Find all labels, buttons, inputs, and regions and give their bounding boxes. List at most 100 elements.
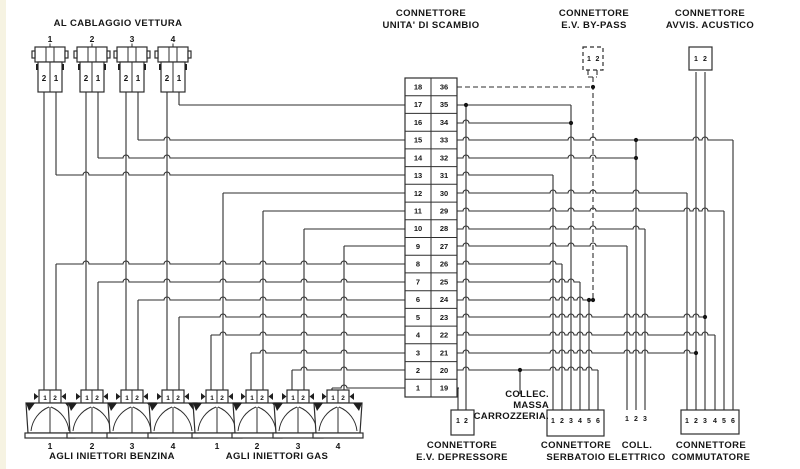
wire	[251, 349, 405, 354]
pin-label: 2	[42, 74, 47, 83]
pin-label: 2	[176, 395, 180, 402]
wire	[138, 296, 405, 301]
pin-label: 5	[587, 418, 591, 425]
pin-label: 2	[165, 74, 170, 83]
pin-label: 30	[440, 189, 448, 198]
wire	[292, 366, 405, 371]
wire	[457, 136, 733, 141]
pin-label: 8	[416, 260, 420, 269]
wire	[457, 225, 645, 230]
pin-label: 18	[414, 83, 422, 92]
wire	[211, 331, 405, 336]
pin-label: 3	[703, 418, 707, 425]
pin-label: 22	[440, 331, 448, 340]
pin-label: 1	[48, 34, 53, 44]
pin-label: 4	[578, 418, 582, 425]
page-edge-strip	[0, 0, 6, 469]
pin-label: 2	[95, 395, 99, 402]
wire	[98, 154, 405, 159]
pin-label: 12	[414, 189, 422, 198]
pin-label: 20	[440, 366, 448, 375]
pin-label: 31	[440, 171, 448, 180]
pin-label: 3	[569, 418, 573, 425]
pin-label: 4	[171, 441, 176, 451]
pin-label: 1	[43, 395, 47, 402]
junction-dot	[590, 297, 596, 303]
pin-label: 36	[440, 83, 448, 92]
junction-dot	[517, 367, 523, 373]
elettrico-title-line2: ELETTRICO	[608, 451, 666, 463]
junction-dot	[568, 120, 574, 126]
pin-label: 3	[130, 34, 135, 44]
bypass-title-line1: CONNETTORE	[558, 8, 630, 19]
junction-dot	[702, 314, 708, 320]
pin-label: 1	[177, 74, 182, 83]
pin-label: 14	[414, 153, 423, 162]
pin-label: 1	[416, 384, 420, 393]
pin-label: 10	[414, 224, 422, 233]
pin-label: 1	[456, 418, 460, 425]
pin-label: 6	[596, 418, 600, 425]
massa-line2: MASSA	[513, 400, 549, 411]
wire	[98, 278, 405, 283]
pin-label: 1	[85, 395, 89, 402]
al-cablaggio-vettura-label: AL CABLAGGIO VETTURA	[53, 18, 183, 29]
petrol-injectors-label: AGLI INIETTORI BENZINA	[49, 451, 175, 462]
depressore-title-line1: CONNETTORE	[426, 440, 498, 451]
pin-label: 6	[731, 418, 735, 425]
pin-label: 19	[440, 384, 448, 393]
massa-carrozzeria-label: COLLEC. MASSA CARROZZERIA.	[474, 389, 549, 422]
wire	[457, 154, 636, 159]
exchange-title-line2: UNITA' DI SCAMBIO	[382, 19, 480, 31]
pin-label: 24	[440, 295, 449, 304]
junction-dot	[633, 155, 639, 161]
gas-injectors-label: AGLI INIETTORI GAS	[225, 451, 329, 462]
pin-label: 4	[171, 34, 176, 44]
pin-label: 1	[331, 395, 335, 402]
wire	[457, 242, 627, 247]
pin-label: 2	[341, 395, 345, 402]
pin-label: 5	[416, 313, 420, 322]
pin-label: 3	[643, 416, 647, 423]
junction-dot	[463, 102, 469, 108]
pin-label: 1	[291, 395, 295, 402]
wire	[457, 366, 598, 371]
pin-label: 33	[440, 136, 448, 145]
pin-label: 9	[416, 242, 420, 251]
pin-label: 1	[685, 418, 689, 425]
pin-label: 35	[440, 100, 448, 109]
pin-label: 2	[416, 366, 420, 375]
acoustic-title-line1: CONNETTORE	[674, 8, 746, 19]
exchange-connector-block: 1817161514131211109876543213635343332313…	[404, 77, 458, 398]
wire	[457, 207, 724, 212]
pin-label: 1	[587, 56, 591, 63]
pin-label: 5	[722, 418, 726, 425]
wire	[457, 171, 553, 176]
pin-label: 3	[416, 348, 420, 357]
pin-label: 2	[124, 74, 129, 83]
pin-label: 34	[440, 118, 449, 127]
bypass-title-line2: E.V. BY-PASS	[561, 19, 627, 31]
pin-label: 2	[90, 34, 95, 44]
pin-label: 2	[260, 395, 264, 402]
pin-label: 2	[220, 395, 224, 402]
depressore-connector-title: CONNETTORE E.V. DEPRESSORE	[416, 440, 508, 463]
pin-label: 11	[414, 207, 422, 216]
pin-label: 2	[255, 441, 260, 451]
pin-label: 32	[440, 153, 448, 162]
wire	[457, 296, 593, 301]
pin-label: 2	[84, 74, 89, 83]
pin-label: 3	[130, 441, 135, 451]
pin-label: 2	[464, 418, 468, 425]
junction-dot	[586, 297, 592, 303]
pin-label: 2	[90, 441, 95, 451]
junction-dot	[590, 84, 596, 90]
